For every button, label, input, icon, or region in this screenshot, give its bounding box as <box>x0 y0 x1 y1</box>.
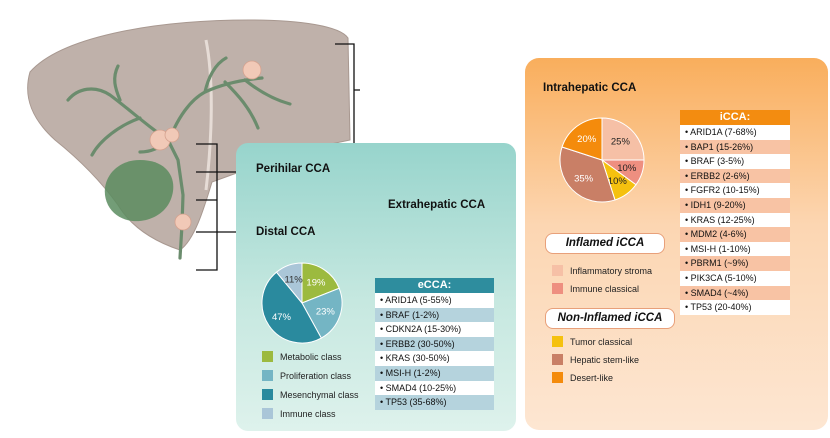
icca-legend-swatch <box>552 283 563 294</box>
tumor-nodules <box>149 60 262 231</box>
ecca-table-row: • TP53 (35-68%) <box>375 395 494 410</box>
icca-table-row: • TP53 (20-40%) <box>685 302 752 313</box>
icca-table-row: • MDM2 (4-6%) <box>680 227 790 242</box>
ecca-pie-slice <box>261 271 322 344</box>
intrahepatic-label: Intrahepatic CCA <box>543 82 637 94</box>
ecca-table-row: • MSI-H (1-2%) <box>375 365 494 381</box>
ecca-legend-item: Metabolic class <box>262 351 342 362</box>
ecca-pie-slice-label: 47% <box>272 312 292 323</box>
ecca-legend-label: Mesenchymal class <box>280 389 359 400</box>
icca-table-row: • BAP1 (15-26%) <box>680 139 790 155</box>
ecca-legend-label: Metabolic class <box>280 351 342 362</box>
icca-pie-chart: 25% 10% 10% 35% 20% <box>559 117 645 203</box>
ecca-table-row: • ARID1A (5-55%) <box>380 295 452 305</box>
liver-illustration <box>27 19 360 271</box>
icca-pie-slice-label: 35% <box>574 173 594 184</box>
ecca-pie-slice-label: 11% <box>284 275 303 286</box>
ecca-legend-label: Immune class <box>280 408 336 419</box>
icca-pie-slice-label: 20% <box>577 134 597 145</box>
icca-pie-slice <box>559 146 616 203</box>
ecca-pie-slice-label: 19% <box>306 277 326 288</box>
non-inflamed-icca-heading: Non-Inflamed iCCA <box>545 308 675 329</box>
icca-table-row: • KRAS (12-25%) <box>685 214 755 225</box>
icca-legend-label: Inflammatory stroma <box>570 265 653 276</box>
icca-legend-item: Desert-like <box>552 372 613 383</box>
ecca-legend-swatch <box>262 370 273 381</box>
icca-table-row: • MSI-H (1-10%) <box>685 243 751 254</box>
ecca-table-row: • BRAF (1-2%) <box>375 307 494 323</box>
icca-pie-slice-label: 10% <box>608 176 628 187</box>
icca-legend-item: Tumor classical <box>552 336 632 347</box>
liver-shape <box>27 19 351 251</box>
distal-label: Distal CCA <box>256 226 316 238</box>
gallbladder <box>104 160 174 222</box>
ecca-pie-slice-label: 23% <box>316 306 336 317</box>
icca-legend-item: Inflammatory stroma <box>552 265 652 276</box>
ecca-table-title: eCCA: <box>375 278 494 293</box>
ecca-table-row: • ERBB2 (30-50%) <box>375 336 494 352</box>
icca-legend-item: Immune classical <box>552 283 639 294</box>
icca-table-row: • PBRM1 (~9%) <box>680 256 790 271</box>
ecca-pie-slice <box>301 262 340 304</box>
icca-pie-slice <box>561 117 603 161</box>
icca-mutation-table: iCCA: • ARID1A (7-68%) • BAP1 (15-26%)• B… <box>680 110 790 315</box>
icca-pie-slice-label: 10% <box>617 163 637 174</box>
icca-pie-slice <box>601 117 645 161</box>
perihilar-label: Perihilar CCA <box>256 163 331 175</box>
inflamed-icca-heading: Inflamed iCCA <box>545 233 665 254</box>
ecca-mutation-table: eCCA: • ARID1A (5-55%) • BRAF (1-2%)• CDK… <box>375 278 494 410</box>
ecca-pie-slice <box>275 262 303 305</box>
icca-table-title: iCCA: <box>680 110 790 125</box>
ecca-legend-label: Proliferation class <box>280 370 352 381</box>
ecca-legend-swatch <box>262 408 273 419</box>
icca-legend-label: Desert-like <box>570 372 614 383</box>
icca-legend-label: Tumor classical <box>570 336 633 347</box>
icca-table-row: • ARID1A (7-68%) <box>685 127 757 137</box>
icca-legend-label: Hepatic stem-like <box>570 354 640 365</box>
ecca-table-row: • KRAS (30-50%) <box>380 353 450 364</box>
ecca-table-row: • CDKN2A (15-30%) <box>380 324 462 335</box>
icca-legend-swatch <box>552 265 563 276</box>
icca-table-row: • ERBB2 (2-6%) <box>680 168 790 184</box>
icca-table-row: • FGFR2 (10-15%) <box>685 185 760 196</box>
icca-legend-item: Hepatic stem-like <box>552 354 639 365</box>
icca-legend-swatch <box>552 336 563 347</box>
icca-legend-swatch <box>552 372 563 383</box>
icca-table-row: • SMAD4 (~4%) <box>680 285 790 301</box>
icca-table-row: • BRAF (3-5%) <box>685 156 745 167</box>
ecca-legend-swatch <box>262 351 273 362</box>
ecca-legend-item: Proliferation class <box>262 370 351 381</box>
icca-table-row: • PIK3CA (5-10%) <box>685 272 757 283</box>
icca-legend-swatch <box>552 354 563 365</box>
ecca-pie-chart: 19% 23% 47% 11% <box>261 262 343 344</box>
extrahepatic-label: Extrahepatic CCA <box>388 199 486 211</box>
icca-table-row: • IDH1 (9-20%) <box>680 197 790 213</box>
ecca-legend-item: Immune class <box>262 408 336 419</box>
icca-pie-slice-label: 25% <box>611 137 631 148</box>
ecca-pie-slice <box>301 287 343 339</box>
icca-legend-label: Immune classical <box>570 283 640 294</box>
ecca-table-row: • SMAD4 (10-25%) <box>380 382 457 393</box>
ecca-legend-item: Mesenchymal class <box>262 389 359 400</box>
ecca-legend-swatch <box>262 389 273 400</box>
